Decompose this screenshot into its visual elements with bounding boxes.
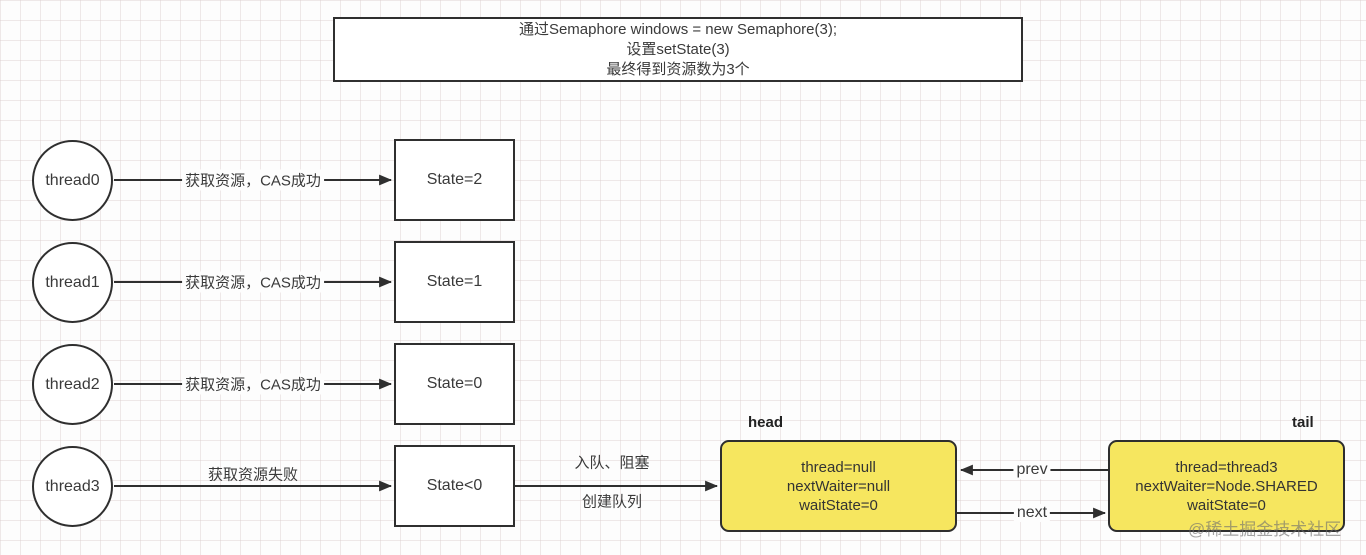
- state-value-2: State=0: [426, 375, 483, 392]
- edge-label-row3: 获取资源失败: [207, 466, 299, 484]
- thread1-circle: thread1: [32, 242, 113, 323]
- thread3-circle: thread3: [32, 446, 113, 527]
- thread2-label: thread2: [45, 375, 100, 393]
- head-node-line-3: waitState=0: [799, 496, 878, 514]
- edge-label-row2: 获取资源，CAS成功: [182, 373, 324, 395]
- head-node-line-2: nextWaiter=null: [786, 477, 891, 495]
- state-value-1: State=1: [426, 273, 483, 290]
- title-line-1: 通过Semaphore windows = new Semaphore(3);: [518, 20, 838, 38]
- thread2-circle: thread2: [32, 344, 113, 425]
- next-link-label: next: [1013, 504, 1051, 522]
- watermark: @稀土掘金技术社区: [1188, 520, 1342, 539]
- edge-label-row1: 获取资源，CAS成功: [182, 271, 324, 293]
- tail-node-line-1: thread=thread3: [1175, 458, 1278, 476]
- state-box-2: State=0: [394, 343, 515, 425]
- tail-tag: tail: [1292, 414, 1314, 431]
- head-node-line-1: thread=null: [801, 458, 876, 476]
- tail-node: thread=thread3 nextWaiter=Node.SHARED wa…: [1108, 440, 1345, 532]
- edge-label-row0: 获取资源，CAS成功: [182, 169, 324, 191]
- thread0-circle: thread0: [32, 140, 113, 221]
- title-line-2: 设置setState(3): [626, 40, 730, 58]
- title-box: 通过Semaphore windows = new Semaphore(3); …: [333, 17, 1023, 82]
- thread0-label: thread0: [45, 171, 100, 189]
- title-line-3: 最终得到资源数为3个: [606, 60, 750, 78]
- head-tag: head: [748, 414, 784, 431]
- state-value-0: State=2: [426, 171, 483, 188]
- state-box-0: State=2: [394, 139, 515, 221]
- enqueue-label-top: 入队、阻塞: [574, 454, 650, 472]
- head-node: thread=null nextWaiter=null waitState=0: [720, 440, 957, 532]
- tail-node-line-3: waitState=0: [1187, 496, 1266, 514]
- thread1-label: thread1: [45, 273, 100, 291]
- prev-link-label: prev: [1013, 461, 1051, 479]
- tail-node-line-2: nextWaiter=Node.SHARED: [1135, 477, 1318, 495]
- thread3-label: thread3: [45, 477, 100, 495]
- state-box-3: State<0: [394, 445, 515, 527]
- state-box-1: State=1: [394, 241, 515, 323]
- enqueue-label-bottom: 创建队列: [581, 493, 643, 511]
- state-value-3: State<0: [426, 477, 483, 494]
